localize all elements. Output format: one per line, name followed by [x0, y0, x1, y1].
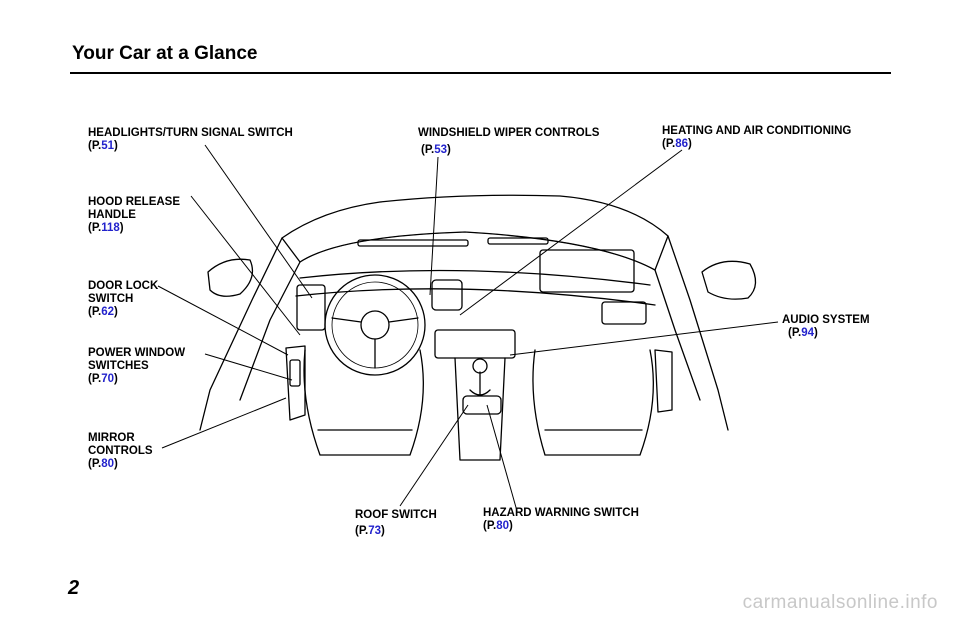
- callout-headlights: HEADLIGHTS/TURN SIGNAL SWITCH (P.51): [88, 127, 293, 152]
- callout-power-window: POWER WINDOW SWITCHES (P.70): [88, 347, 186, 385]
- title-rule: [70, 72, 891, 74]
- callout-hood-release: HOOD RELEASE HANDLE (P.118): [88, 196, 181, 234]
- page-ref-link[interactable]: 86: [675, 138, 689, 150]
- leader-heating: [459, 149, 683, 316]
- callout-audio: AUDIO SYSTEM (P.94): [782, 314, 870, 339]
- page-number: 2: [68, 577, 80, 599]
- center-console: [454, 357, 506, 461]
- glovebox-panel: [539, 249, 635, 293]
- leader-powerwindow: [204, 353, 293, 381]
- right-mirror-shape: [701, 260, 757, 300]
- right-door-panel: [654, 349, 673, 413]
- leader-doorlock: [157, 285, 289, 356]
- leader-audio: [509, 321, 779, 356]
- right-seat: [532, 349, 654, 456]
- hazard-switch-area: [462, 395, 502, 415]
- page-ref-link[interactable]: 80: [496, 520, 510, 532]
- callout-hazard: HAZARD WARNING SWITCH (P.80): [483, 507, 639, 532]
- page-ref-link[interactable]: 118: [101, 222, 120, 234]
- callout-door-lock: DOOR LOCK SWITCH (P.62): [88, 280, 159, 318]
- callout-mirror: MIRROR CONTROLS (P.80): [88, 432, 153, 470]
- callout-wiper: WINDSHIELD WIPER CONTROLS (P.53): [418, 127, 600, 156]
- steering-wheel: [324, 274, 426, 376]
- watermark-text: carmanualsonline.info: [742, 592, 938, 613]
- leader-headlights: [204, 144, 313, 299]
- page-ref-link[interactable]: 80: [101, 458, 115, 470]
- wiper-stalk-area: [431, 279, 463, 311]
- page-ref-link[interactable]: 51: [101, 140, 115, 152]
- page-ref-link[interactable]: 53: [434, 144, 448, 156]
- dashboard-top: [299, 269, 651, 286]
- leader-hood: [190, 195, 301, 336]
- right-door-frame: [667, 235, 729, 431]
- dash-vent-right: [601, 301, 647, 325]
- left-seat: [303, 349, 424, 456]
- callout-roof: ROOF SWITCH (P.73): [355, 509, 437, 537]
- leader-roof: [399, 404, 469, 507]
- page-ref-link[interactable]: 70: [101, 373, 115, 385]
- callout-heating: HEATING AND AIR CONDITIONING (P.86): [662, 125, 852, 150]
- leader-mirror: [161, 397, 287, 449]
- gear-shifter: [469, 371, 491, 396]
- left-door-frame: [199, 237, 283, 431]
- headlight-stalk-area: [296, 284, 326, 331]
- page-title: Your Car at a Glance: [72, 43, 258, 64]
- left-mirror-shape: [207, 258, 254, 297]
- left-door-panel: [285, 345, 306, 421]
- leader-wiper: [429, 156, 439, 296]
- leader-hazard: [486, 404, 518, 512]
- page-ref-link[interactable]: 62: [101, 306, 115, 318]
- center-stack: [434, 329, 516, 359]
- page-ref-link[interactable]: 73: [368, 525, 382, 537]
- page-ref-link[interactable]: 94: [801, 327, 815, 339]
